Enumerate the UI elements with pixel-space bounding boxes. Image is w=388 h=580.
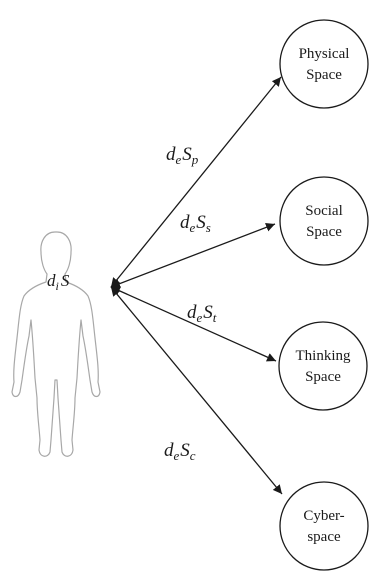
arrow-thinking xyxy=(110,286,277,362)
node-thinking-line1: Thinking xyxy=(296,348,351,364)
node-cyber-line1: Cyber- xyxy=(303,508,344,524)
node-thinking-space: Thinking Space xyxy=(278,321,368,411)
arrow-cyber xyxy=(110,286,283,495)
node-physical-line2: Space xyxy=(306,67,342,83)
arrow-social xyxy=(110,223,276,288)
node-physical-line1: Physical xyxy=(299,46,350,62)
node-cyber-space: Cyber- space xyxy=(279,481,369,571)
node-social-space: Social Space xyxy=(279,176,369,266)
edge-label-social: deSs xyxy=(180,212,211,235)
node-social-line2: Space xyxy=(306,224,342,240)
arrow-physical xyxy=(110,76,282,288)
edge-label-cyber: deSc xyxy=(164,440,196,463)
edge-label-thinking: deSt xyxy=(187,302,217,325)
node-social-line1: Social xyxy=(305,203,343,219)
node-cyber-line2: space xyxy=(307,529,341,545)
node-physical-space: Physical Space xyxy=(279,19,369,109)
edge-label-physical: deSp xyxy=(166,144,199,167)
human-figure-icon xyxy=(11,231,101,457)
node-thinking-line2: Space xyxy=(305,369,341,385)
